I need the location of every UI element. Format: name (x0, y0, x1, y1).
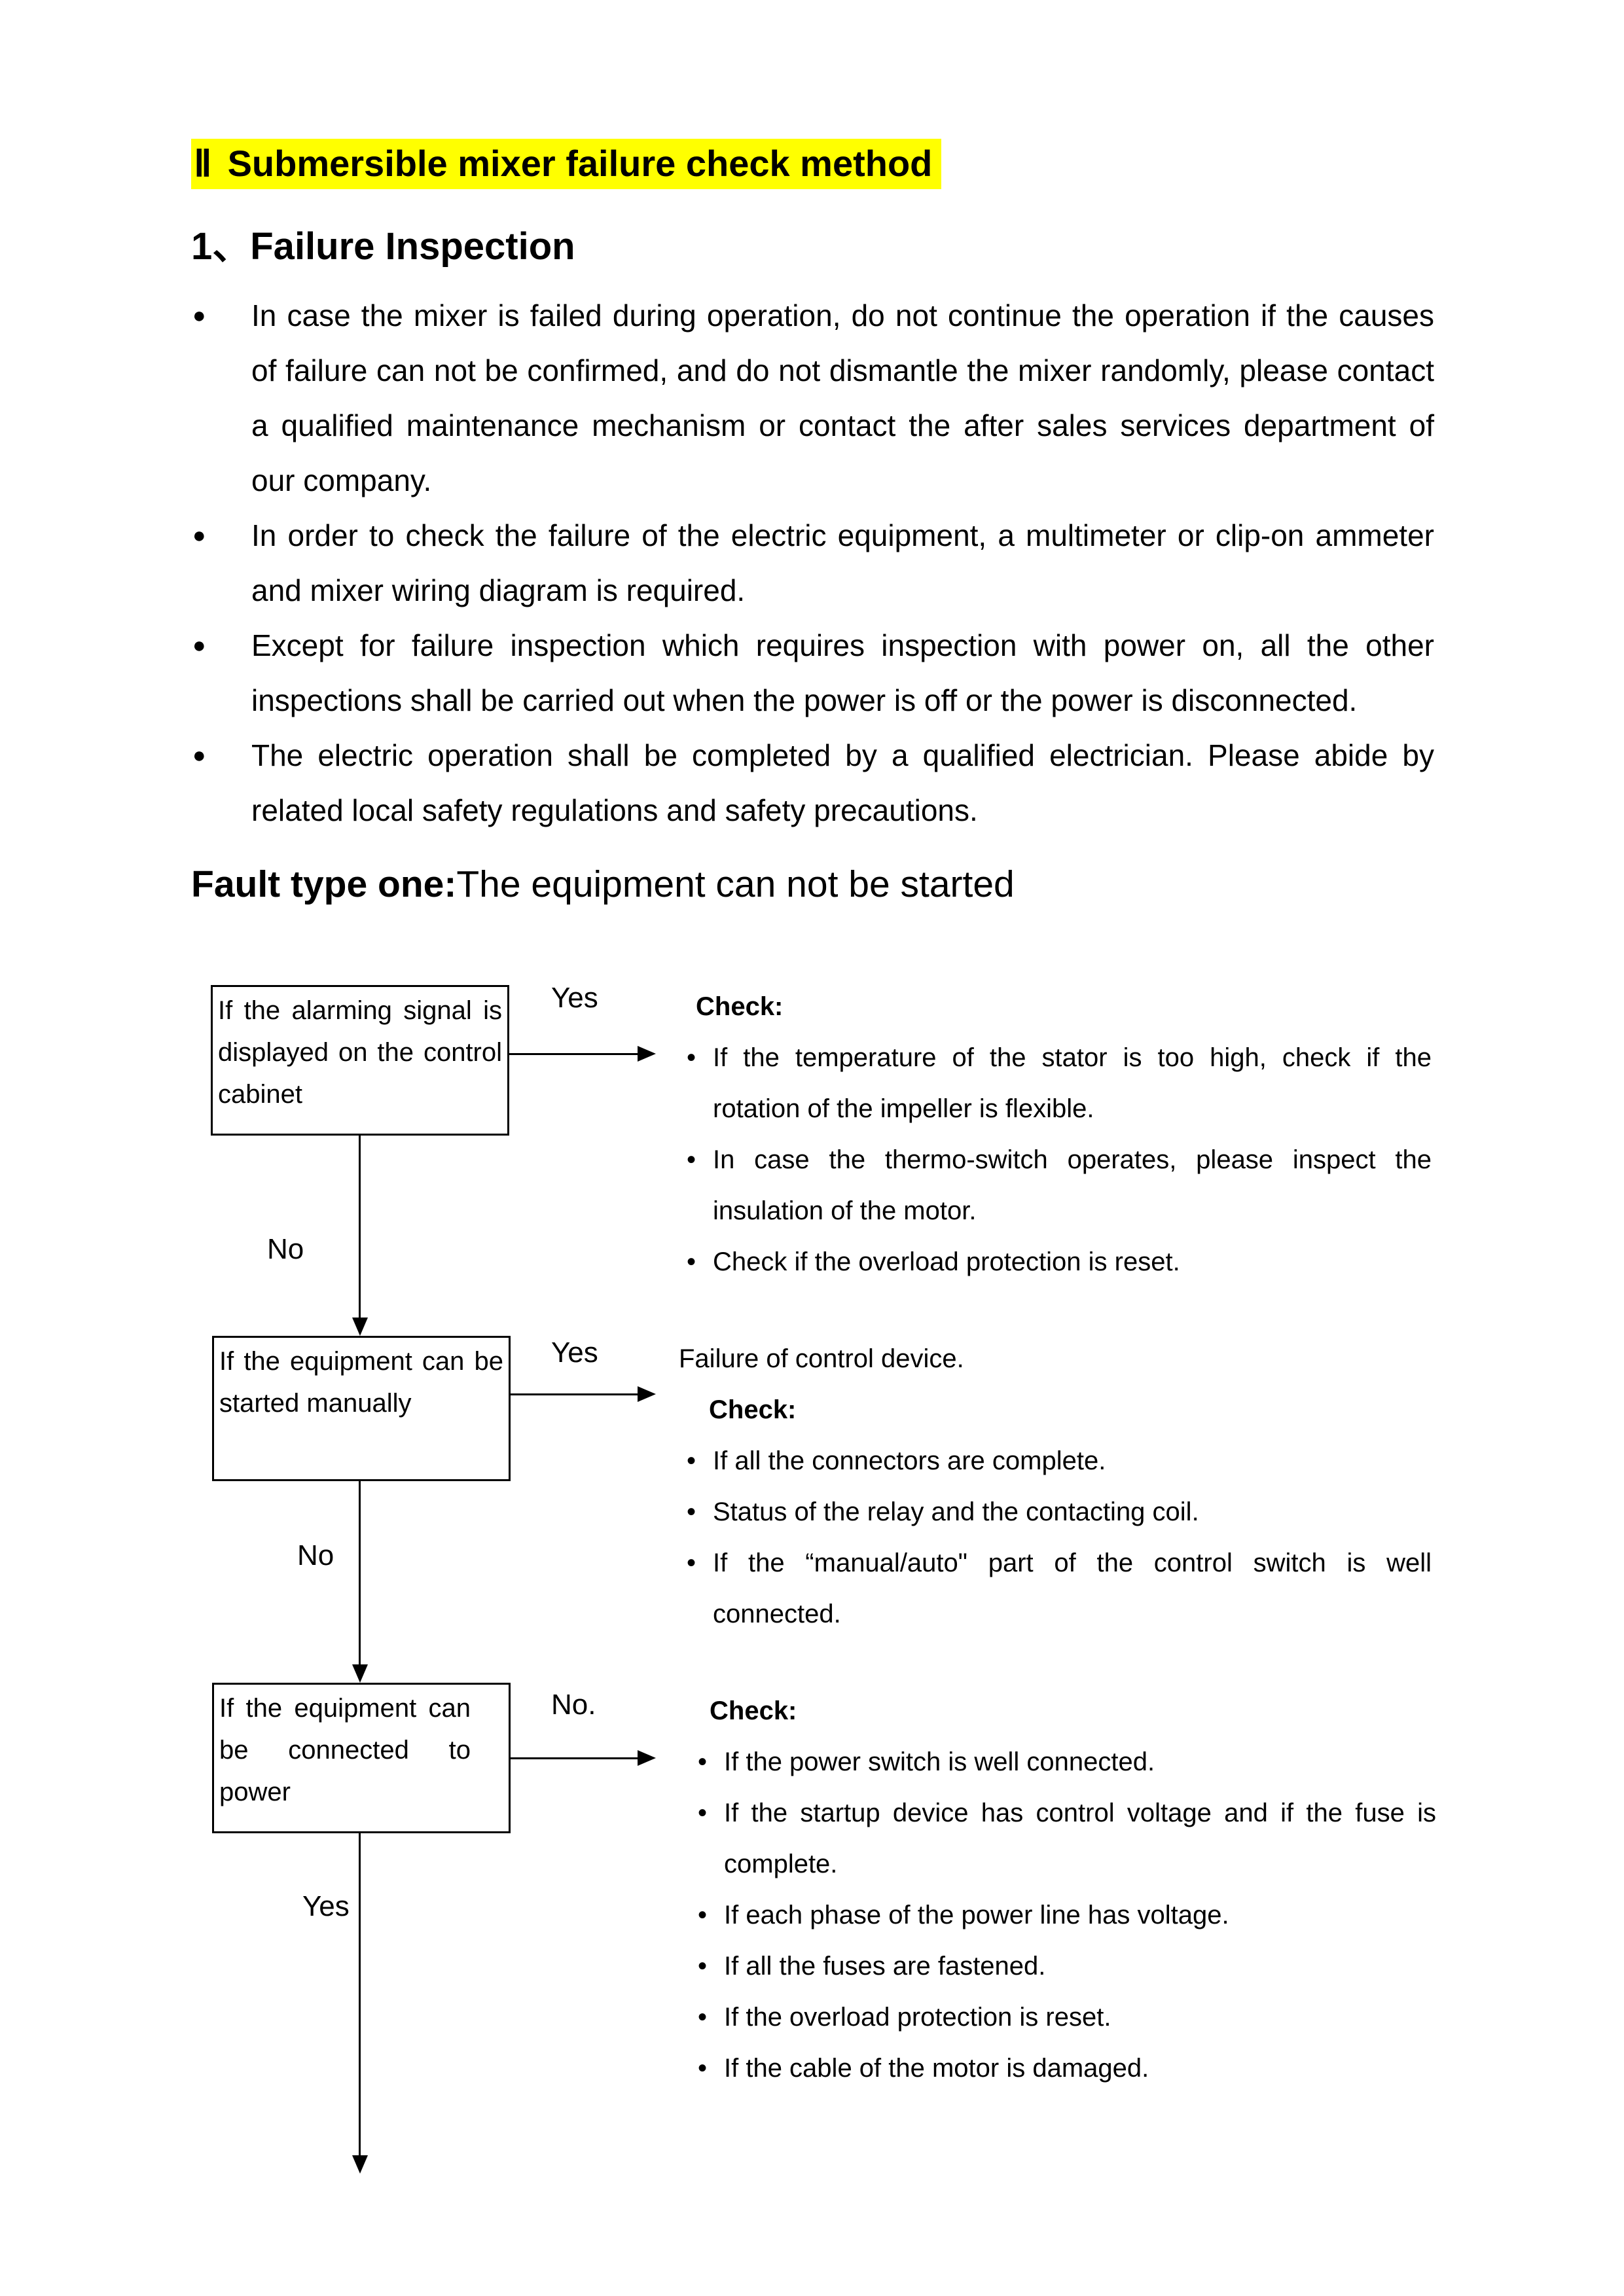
check-item: • If the temperature of the stator is too… (679, 1032, 1432, 1134)
bullet-icon: ● (192, 742, 206, 768)
check-label: Check: (710, 1696, 797, 1725)
arrow-down-icon (359, 1833, 361, 2155)
decision-box-power-connection: If the equipment can be connected to pow… (212, 1682, 511, 1833)
check-block-intro: Failure of control device. (679, 1344, 964, 1373)
arrow-right-icon (509, 1757, 638, 1759)
section-heading: 1、Failure Inspection (191, 225, 575, 268)
bullet-icon: • (687, 1247, 696, 1276)
fault-type-description: The equipment can not be started (456, 863, 1015, 905)
check-item-list: • If all the connectors are complete. • St… (679, 1435, 1432, 1640)
bullet-icon: • (698, 1951, 708, 1981)
check-item-text: In case the thermo-switch operates, plea… (713, 1145, 1432, 1225)
bullet-icon: ● (192, 302, 206, 328)
check-item: • In case the thermo-switch operates, ple… (679, 1134, 1432, 1236)
decision-box-text: If the equipment can be connected to pow… (219, 1693, 471, 1806)
arrow-right-icon (509, 1052, 638, 1055)
bullet-icon: • (687, 1446, 696, 1475)
check-item: • If the startup device has control volta… (690, 1787, 1436, 1890)
check-item: • If the cable of the motor is damaged. (690, 2043, 1436, 2094)
fault-type-label: Fault type one: (191, 863, 457, 905)
bullet-icon: ● (192, 522, 206, 548)
list-item-text: The electric operation shall be complete… (251, 738, 1434, 827)
fault-type-heading: Fault type one:The equipment can not be … (191, 861, 1434, 908)
bullet-icon: • (698, 2053, 708, 2083)
title-text: Submersible mixer failure check method (227, 143, 933, 184)
check-block-3: Check: • If the power switch is well conn… (690, 1685, 1436, 2094)
bullet-icon: ● (192, 632, 206, 658)
list-item-text: In order to check the failure of the ele… (251, 518, 1434, 607)
arrow-down-icon (359, 1480, 361, 1664)
check-item-text: Check if the overload protection is rese… (713, 1247, 1180, 1276)
title-numeral: Ⅱ (194, 143, 212, 184)
branch-label-no: No. (551, 1688, 596, 1721)
list-item: ● Except for failure inspection which req… (191, 618, 1434, 728)
list-item-text: Except for failure inspection which requ… (251, 628, 1434, 717)
bullet-icon: • (698, 2002, 708, 2032)
check-item: • If all the fuses are fastened. (690, 1941, 1436, 1992)
check-item-text: If the power switch is well connected. (724, 1747, 1155, 1776)
decision-box-alarm-signal: If the alarming signal is displayed on t… (211, 984, 509, 1136)
check-item-text: If the cable of the motor is damaged. (724, 2053, 1149, 2083)
bullet-icon: • (698, 1900, 708, 1929)
branch-label-no: No (297, 1539, 334, 1571)
list-item: ● In order to check the failure of the el… (191, 508, 1434, 618)
check-item: • If all the connectors are complete. (679, 1435, 1432, 1486)
check-label: Check: (696, 992, 784, 1021)
arrow-down-icon (359, 1135, 361, 1318)
title-highlight: Ⅱ Submersible mixer failure check method (191, 139, 942, 189)
check-item-text: If each phase of the power line has volt… (724, 1900, 1229, 1929)
check-item-text: If all the connectors are complete. (713, 1446, 1106, 1475)
bullet-icon: • (687, 1043, 696, 1072)
list-item: ● The electric operation shall be complet… (191, 728, 1434, 838)
flowchart: If the alarming signal is displayed on t… (191, 955, 1436, 2198)
check-label: Check: (709, 1395, 797, 1424)
branch-label-yes: Yes (551, 981, 598, 1014)
bullet-icon: • (687, 1145, 696, 1174)
check-item: • If the overload protection is reset. (690, 1992, 1436, 2043)
check-item: • Check if the overload protection is res… (679, 1236, 1432, 1287)
branch-label-yes: Yes (551, 1336, 598, 1369)
intro-bullet-list: ● In case the mixer is failed during oper… (191, 288, 1434, 838)
check-item-text: If all the fuses are fastened. (724, 1951, 1046, 1981)
arrow-right-icon (509, 1393, 638, 1395)
decision-box-manual-start: If the equipment can be started manually (212, 1335, 511, 1481)
page-title: Ⅱ Submersible mixer failure check method (191, 139, 1434, 189)
check-block-2: Failure of control device. Check: • If al… (679, 1333, 1432, 1640)
check-item-text: If the temperature of the stator is too … (713, 1043, 1432, 1123)
bullet-icon: • (687, 1548, 696, 1577)
check-item: • If the power switch is well connected. (690, 1736, 1436, 1787)
check-item: • If each phase of the power line has vol… (690, 1890, 1436, 1941)
check-block-1: Check: • If the temperature of the stator… (679, 981, 1432, 1287)
check-item-list: •If the power switch is well connected. … (690, 1736, 1436, 2094)
check-item-text: Status of the relay and the contacting c… (713, 1497, 1199, 1526)
check-item: • Status of the relay and the contacting … (679, 1486, 1432, 1537)
check-item-text: If the startup device has control voltag… (724, 1798, 1436, 1878)
bullet-icon: • (687, 1497, 696, 1526)
check-item-list: • If the temperature of the stator is too… (679, 1032, 1432, 1287)
list-item-text: In case the mixer is failed during opera… (251, 298, 1434, 497)
check-item-text: If the “manual/auto" part of the control… (713, 1548, 1432, 1628)
check-item-text: If the overload protection is reset. (724, 2002, 1111, 2032)
list-item: ● In case the mixer is failed during oper… (191, 288, 1434, 508)
branch-label-no: No (267, 1232, 304, 1265)
decision-box-text: If the alarming signal is displayed on t… (218, 996, 502, 1109)
bullet-icon: • (698, 1798, 708, 1827)
decision-box-text: If the equipment can be started manually (219, 1346, 503, 1418)
check-item: • If the “manual/auto" part of the contro… (679, 1537, 1432, 1640)
branch-label-yes: Yes (302, 1890, 350, 1922)
bullet-icon: • (698, 1747, 708, 1776)
